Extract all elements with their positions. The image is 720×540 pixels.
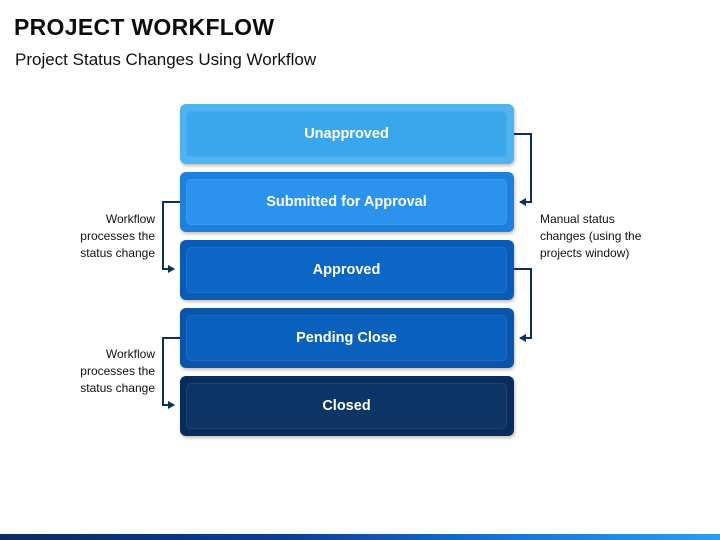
note-line: changes (using the — [540, 229, 642, 243]
note-line: processes the — [80, 364, 155, 378]
connector-right-bottom — [514, 268, 532, 342]
bottom-accent-bar — [0, 534, 720, 540]
note-line: status change — [80, 246, 155, 260]
note-line: Workflow — [105, 212, 155, 226]
status-label-unapproved: Unapproved — [186, 111, 507, 157]
status-box-pending-close: Pending Close — [180, 308, 514, 368]
note-manual-status: Manual status changes (using the project… — [540, 211, 660, 262]
page-title: PROJECT WORKFLOW — [14, 14, 275, 40]
note-line: Manual status — [540, 212, 615, 226]
status-label-approved: Approved — [186, 247, 507, 293]
connector-left-bottom — [162, 337, 180, 409]
note-line: projects window) — [540, 246, 630, 260]
note-line: processes the — [80, 229, 155, 243]
connector-right-top — [514, 133, 532, 206]
status-box-approved: Approved — [180, 240, 514, 300]
note-workflow-top: Workflow processes the status change — [60, 211, 155, 262]
page-subtitle: Project Status Changes Using Workflow — [15, 50, 317, 69]
status-box-closed: Closed — [180, 376, 514, 436]
status-box-submitted-for-approval: Submitted for Approval — [180, 172, 514, 232]
status-box-unapproved: Unapproved — [180, 104, 514, 164]
connector-left-top — [162, 201, 180, 273]
status-label-pending-close: Pending Close — [186, 315, 507, 361]
note-line: status change — [80, 381, 155, 395]
status-label-closed: Closed — [186, 383, 507, 429]
note-line: Workflow — [105, 347, 155, 361]
status-label-submitted-for-approval: Submitted for Approval — [186, 179, 507, 225]
note-workflow-bottom: Workflow processes the status change — [60, 346, 155, 397]
